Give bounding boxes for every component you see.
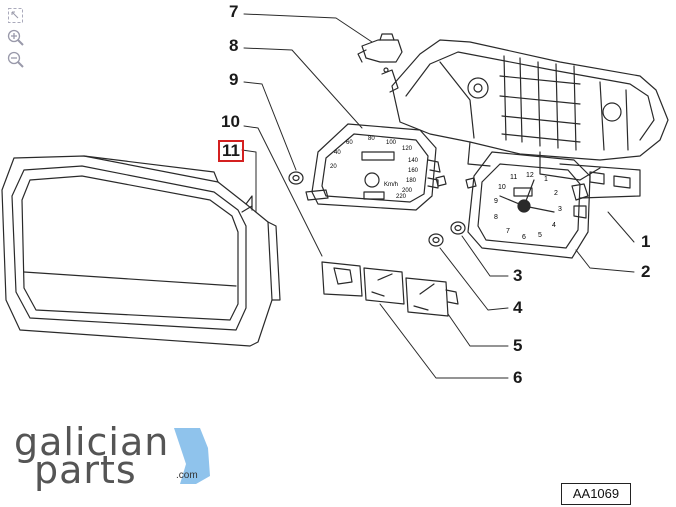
zoom-out-button[interactable] (6, 50, 26, 70)
leader-lines (241, 13, 635, 379)
part-10-pin (305, 189, 329, 201)
callout-3[interactable]: 3 (513, 266, 523, 285)
fit-screen-button[interactable] (6, 6, 26, 26)
part-3-knob (450, 221, 466, 235)
speedo-tick-label: 200 (402, 188, 413, 194)
part-4-knob (428, 233, 444, 247)
callout-9[interactable]: 9 (229, 70, 239, 89)
clock-number: 12 (526, 172, 534, 179)
clock-number: 2 (554, 190, 558, 197)
speedo-tick-label: 160 (408, 168, 419, 174)
zoom-toolbar (6, 6, 26, 72)
callout-10[interactable]: 10 (221, 112, 240, 131)
part-9-knob (288, 171, 304, 185)
reference-code: AA1069 (561, 483, 631, 505)
brand-accent-shape (174, 428, 210, 484)
callout-1[interactable]: 1 (641, 232, 651, 251)
speedo-tick-label: 120 (402, 146, 413, 152)
clock-number: 1 (544, 176, 548, 183)
clock-number: 4 (552, 222, 556, 229)
clock-number: 3 (558, 206, 562, 213)
clock-number: 9 (494, 198, 498, 205)
clock-number: 6 (522, 234, 526, 241)
callout-6[interactable]: 6 (513, 368, 523, 387)
callout-5[interactable]: 5 (513, 336, 523, 355)
clock-number: 5 (538, 232, 542, 239)
speedo-tick-label: 180 (406, 178, 417, 184)
speedo-tick-label: 20 (330, 164, 337, 170)
fit-screen-icon (8, 8, 23, 23)
callout-11[interactable]: 11 (218, 140, 244, 162)
speedo-tick-label: 60 (346, 140, 353, 146)
callout-2[interactable]: 2 (641, 262, 651, 281)
clock-number: 8 (494, 214, 498, 221)
speedo-tick-label: 100 (386, 140, 397, 146)
speedo-unit: Km/h (384, 182, 399, 188)
zoom-in-icon (7, 29, 24, 46)
part-gauges (321, 261, 459, 317)
brand-logo: galician parts .com (14, 420, 214, 492)
zoom-in-button[interactable] (6, 28, 26, 48)
speedo-tick-label: 220 (396, 194, 407, 200)
part-11-bezel (1, 155, 281, 347)
brand-line-1: galician (14, 420, 170, 464)
callout-4[interactable]: 4 (513, 298, 523, 317)
part-7-connector (357, 33, 403, 73)
speedo-tick-label: 140 (408, 158, 419, 164)
speedo-tick-label: 40 (334, 150, 341, 156)
part-2-clock (467, 151, 591, 259)
clock-number: 10 (498, 184, 506, 191)
part-1-rear-housing (381, 39, 669, 199)
speedo-tick-label: 80 (368, 136, 375, 142)
clock-number: 11 (510, 174, 518, 181)
clock-number: 7 (506, 228, 510, 235)
callout-7[interactable]: 7 (229, 2, 239, 21)
brand-line-2: parts (34, 448, 137, 492)
zoom-out-icon (7, 51, 24, 68)
brand-suffix: .com (176, 470, 198, 481)
callout-8[interactable]: 8 (229, 36, 239, 55)
